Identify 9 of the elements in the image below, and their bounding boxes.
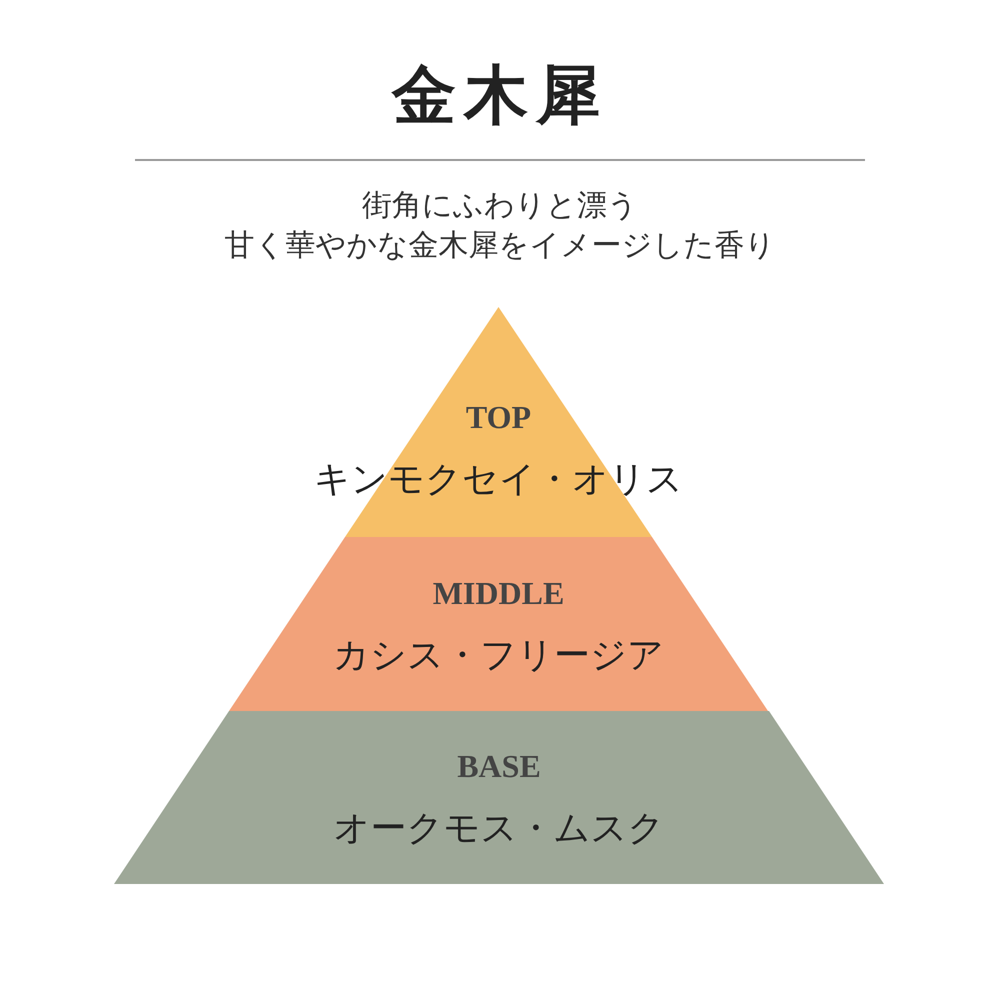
tier-heading: MIDDLE [432, 575, 564, 612]
tagline: 甘く華やかな金木犀をイメージした香り [224, 227, 776, 265]
tagline: 街角にふわりと漂う [362, 187, 638, 225]
tier-heading: TOP [466, 399, 532, 436]
note-list: カシス・フリージア [333, 631, 664, 680]
note-list: キンモクセイ・オリス [314, 455, 683, 504]
title: 金木犀 [392, 57, 608, 135]
tier-heading: BASE [457, 748, 541, 785]
note-list: オークモス・ムスク [334, 804, 664, 853]
